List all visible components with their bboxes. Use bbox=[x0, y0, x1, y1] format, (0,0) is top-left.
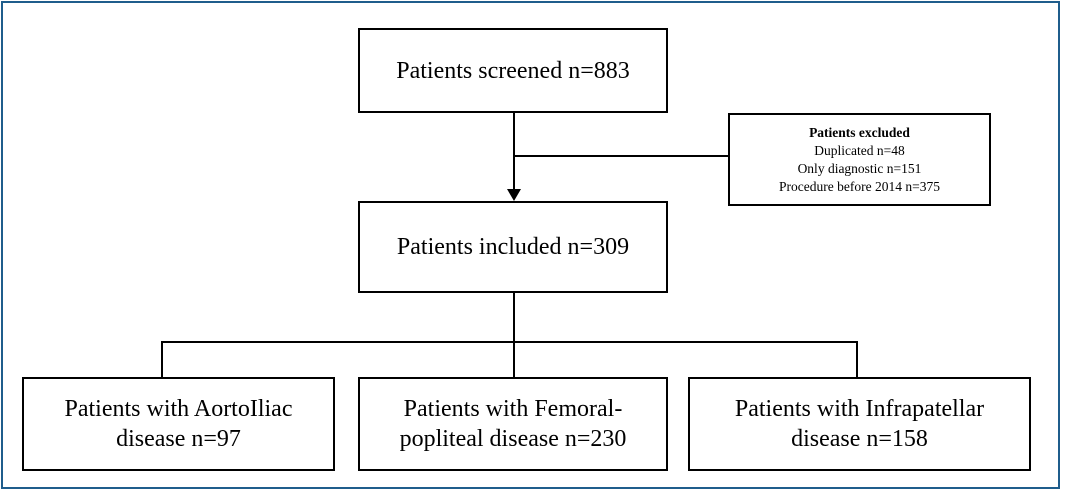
group-infrapatellar-box: Patients with Infrapatellar disease n=15… bbox=[688, 377, 1031, 471]
group-aortoiliac-box: Patients with AortoIliac disease n=97 bbox=[22, 377, 335, 471]
group-femoral-popliteal-box: Patients with Femoral- popliteal disease… bbox=[358, 377, 668, 471]
connector-screened-to-included bbox=[513, 113, 515, 193]
group-femoral-popliteal-line2: popliteal disease n=230 bbox=[399, 426, 627, 452]
patients-screened-label: Patients screened n=883 bbox=[396, 57, 630, 84]
connector-to-group-femoral-popliteal bbox=[513, 341, 515, 378]
group-infrapatellar-line1: Patients with Infrapatellar bbox=[734, 396, 985, 422]
group-femoral-popliteal-line1: Patients with Femoral- bbox=[403, 396, 623, 422]
connector-included-to-split bbox=[513, 293, 515, 342]
patients-excluded-box: Patients excluded Duplicated n=48 Only d… bbox=[728, 113, 991, 206]
excluded-item-duplicated: Duplicated n=48 bbox=[814, 142, 905, 158]
group-infrapatellar-line2: disease n=158 bbox=[791, 426, 928, 452]
patients-screened-box: Patients screened n=883 bbox=[358, 28, 668, 113]
connector-to-excluded bbox=[513, 155, 729, 157]
group-aortoiliac-line2: disease n=97 bbox=[116, 426, 241, 452]
connector-to-group-infrapatellar bbox=[856, 341, 858, 378]
group-aortoiliac-line1: Patients with AortoIliac bbox=[64, 396, 293, 422]
arrow-head-icon bbox=[507, 189, 521, 201]
patients-included-box: Patients included n=309 bbox=[358, 201, 668, 293]
excluded-item-procedure-before-2014: Procedure before 2014 n=375 bbox=[779, 178, 940, 194]
excluded-item-only-diagnostic: Only diagnostic n=151 bbox=[797, 160, 922, 176]
connector-split-horizontal bbox=[161, 341, 858, 343]
connector-to-group-aortoiliac bbox=[161, 341, 163, 378]
patients-included-label: Patients included n=309 bbox=[396, 234, 630, 260]
patients-excluded-title: Patients excluded bbox=[809, 124, 910, 140]
